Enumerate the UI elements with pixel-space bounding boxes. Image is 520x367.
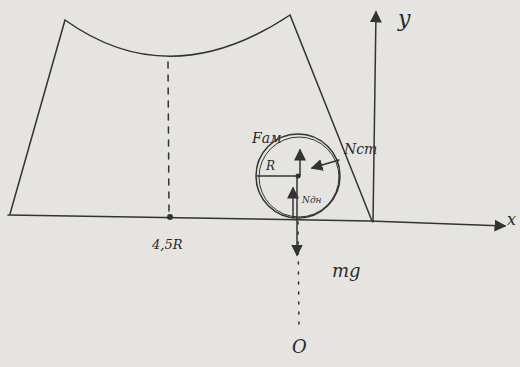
- axis-label: x: [507, 212, 516, 228]
- y-axis: [373, 12, 376, 222]
- force-arrow: [292, 188, 294, 218]
- radius-line: [257, 175, 298, 177]
- dimension-label: R: [266, 160, 275, 172]
- ball: [256, 134, 340, 218]
- point-label: O: [292, 338, 307, 356]
- axis-label: y: [398, 8, 410, 30]
- force-label: Nдн: [302, 196, 322, 205]
- symmetry-axis: [168, 62, 169, 214]
- vertical-line: [298, 222, 299, 330]
- force-label: mg: [332, 262, 361, 280]
- force-label: Fам: [252, 131, 282, 145]
- ball: [259, 137, 339, 217]
- force-arrow: [296, 176, 298, 255]
- x-axis: [8, 215, 505, 226]
- center-point: [296, 174, 301, 179]
- force-arrow: [299, 150, 301, 176]
- center-point: [167, 214, 173, 220]
- force-arrow: [312, 160, 339, 168]
- force-label: Nст: [344, 142, 377, 156]
- vessel-outline: [10, 15, 372, 221]
- dimension-label: 4,5R: [152, 238, 182, 251]
